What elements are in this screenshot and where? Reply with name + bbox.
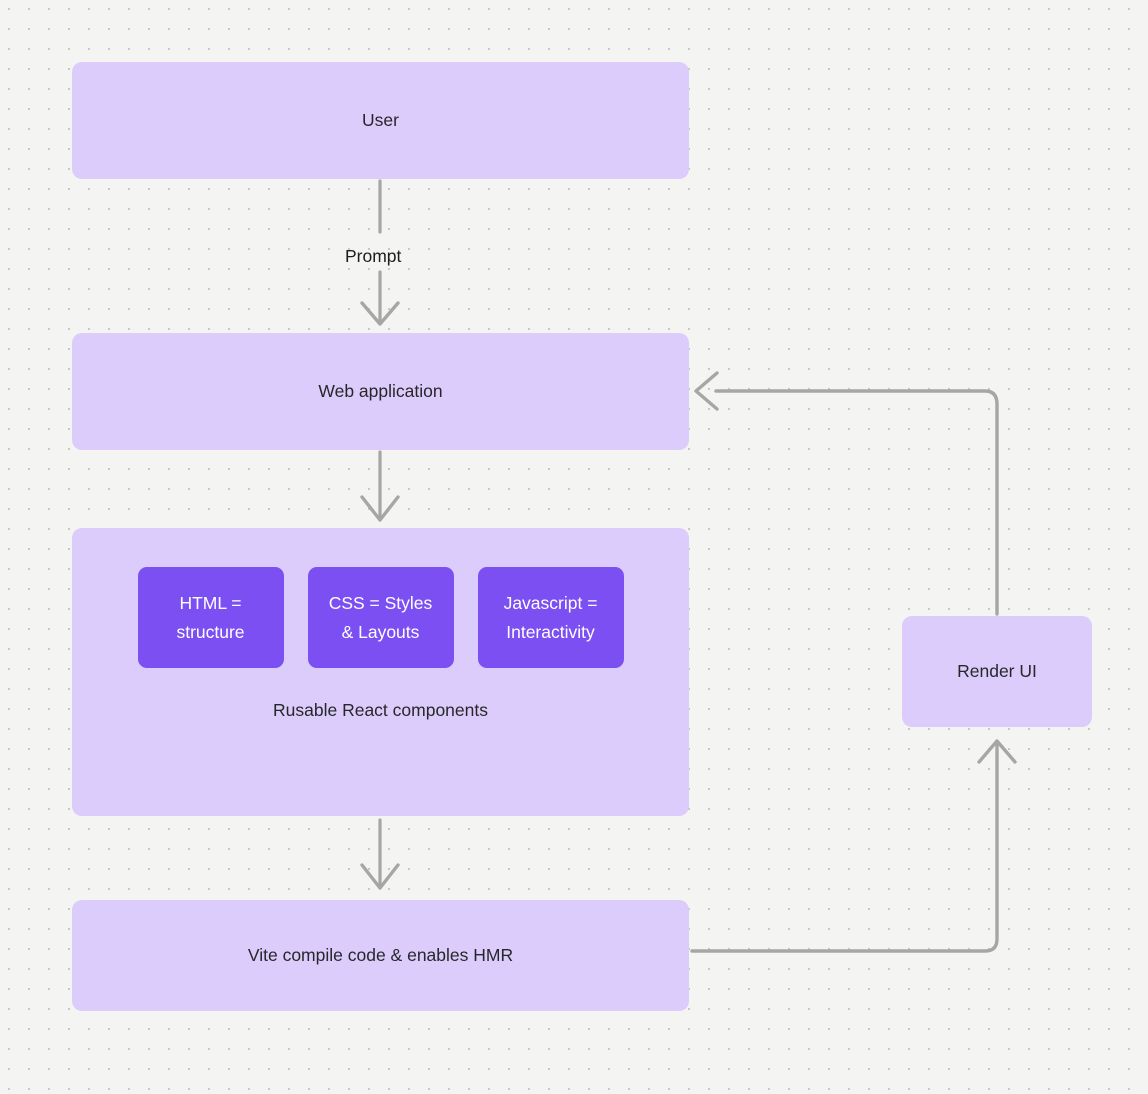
chip-css-label: CSS = Styles & Layouts xyxy=(328,592,433,642)
chip-row: HTML = structure CSS = Styles & Layouts … xyxy=(72,567,689,668)
edge-vite-to-render-ui xyxy=(690,743,999,953)
chip-css[interactable]: CSS = Styles & Layouts xyxy=(307,567,454,668)
edge-label-prompt: Prompt xyxy=(345,246,402,266)
node-user[interactable]: User xyxy=(72,62,689,179)
node-vite[interactable]: Vite compile code & enables HMR xyxy=(72,900,689,1011)
node-components-container[interactable]: HTML = structure CSS = Styles & Layouts … xyxy=(72,528,689,816)
arrowhead-down-components xyxy=(360,495,400,522)
arrowhead-down-vite xyxy=(360,863,400,890)
components-caption: Rusable React components xyxy=(273,700,488,720)
node-web-application-label: Web application xyxy=(318,380,443,401)
node-vite-label: Vite compile code & enables HMR xyxy=(247,944,514,965)
chip-javascript-label: Javascript = Interactivity xyxy=(503,592,598,642)
chip-javascript[interactable]: Javascript = Interactivity xyxy=(477,567,624,668)
chip-html[interactable]: HTML = structure xyxy=(137,567,284,668)
arrowhead-down-web xyxy=(360,301,400,326)
node-render-ui-label: Render UI xyxy=(957,660,1037,681)
chip-html-label: HTML = structure xyxy=(176,592,245,642)
arrowhead-up-render-ui xyxy=(977,739,1017,764)
node-user-label: User xyxy=(362,109,399,130)
arrowhead-left-web xyxy=(694,371,719,411)
node-render-ui[interactable]: Render UI xyxy=(902,616,1092,727)
node-web-application[interactable]: Web application xyxy=(72,333,689,450)
edge-render-ui-to-web xyxy=(714,389,999,616)
